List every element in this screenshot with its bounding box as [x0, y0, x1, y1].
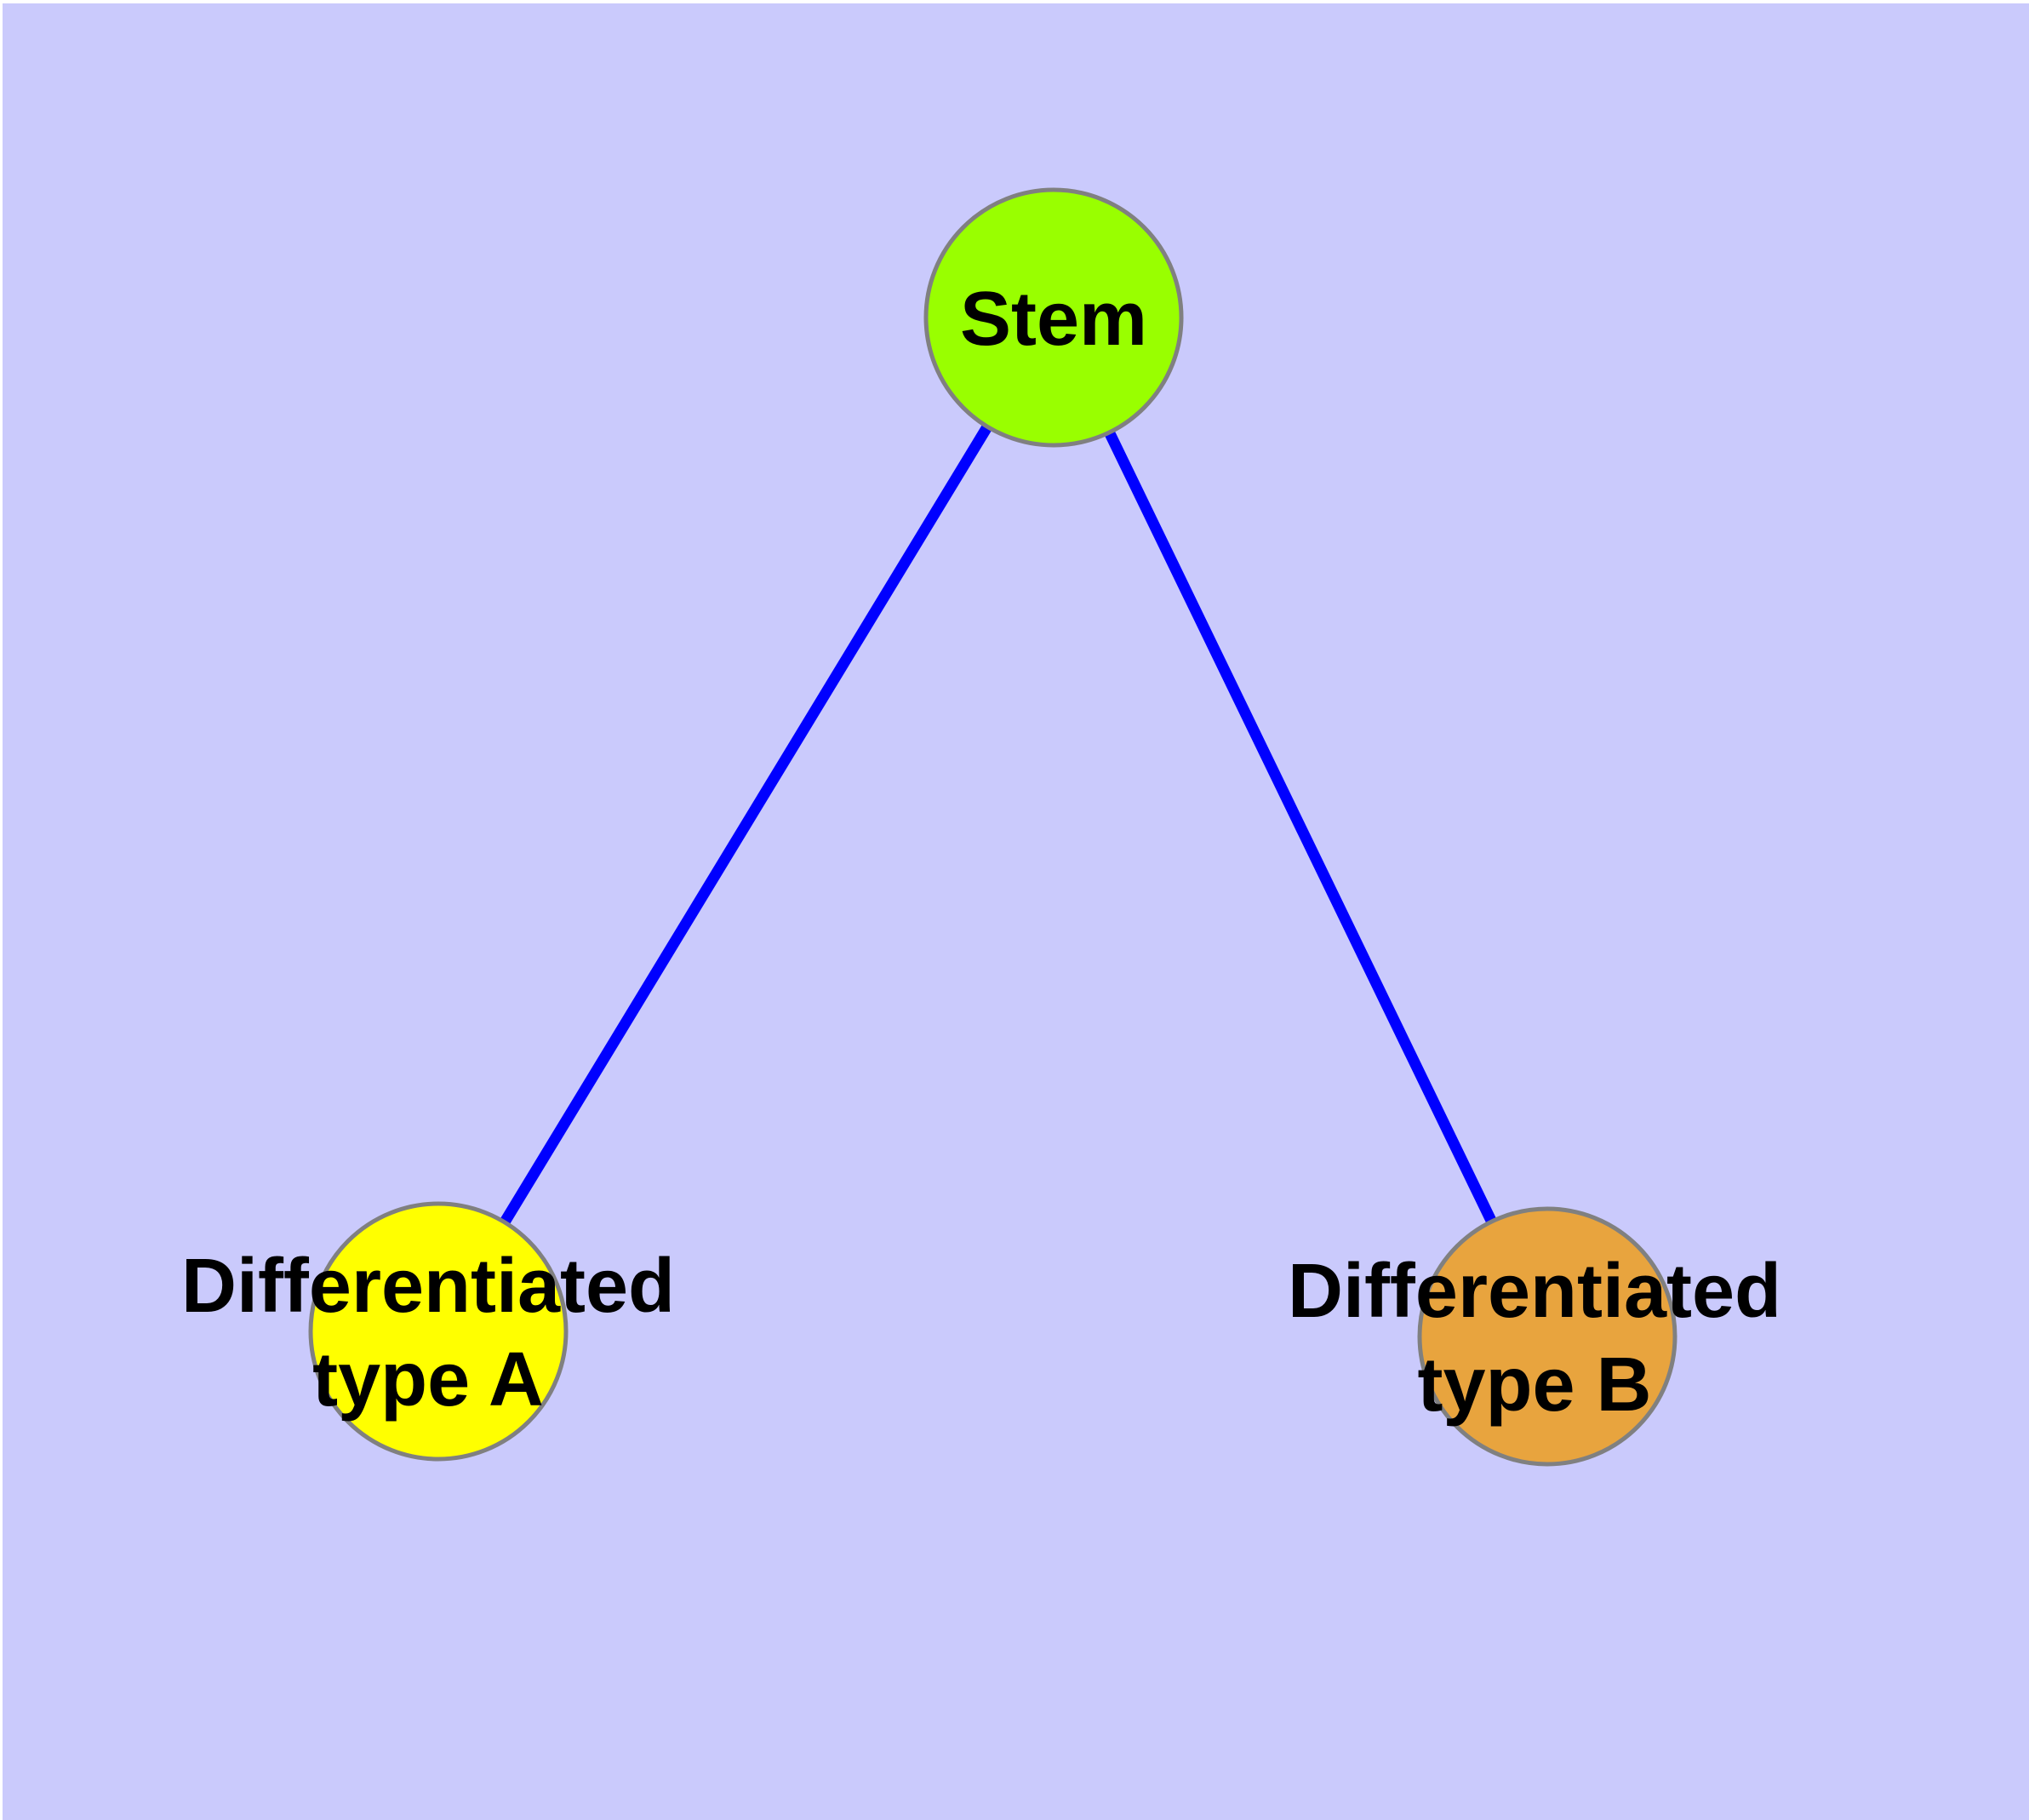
node-type-b-label-line-2: type B — [1417, 1342, 1651, 1428]
node-stem: Stem — [923, 187, 1184, 448]
edge-layer — [433, 314, 1552, 1339]
frame-top-edge — [0, 0, 2029, 3]
node-type-a-label-line-1: Differentiated — [181, 1244, 675, 1329]
node-differentiated-type-b: Differentiated type B — [1288, 1206, 1781, 1467]
node-type-a-circle — [308, 1201, 569, 1462]
node-stem-label: Stem — [960, 277, 1147, 362]
frame-left-edge — [0, 0, 3, 1820]
node-type-b-circle — [1417, 1206, 1677, 1467]
node-type-a-label-line-2: type A — [312, 1337, 544, 1422]
edge-stem-to-type-b — [1049, 315, 1552, 1339]
node-type-b-label-line-1: Differentiated — [1288, 1249, 1781, 1334]
edge-stem-to-type-a — [433, 314, 1059, 1335]
node-stem-circle — [923, 187, 1184, 448]
node-differentiated-type-a: Differentiated type A — [181, 1201, 675, 1462]
node-layer: Stem Differentiated type A Differentiate… — [181, 187, 1781, 1467]
